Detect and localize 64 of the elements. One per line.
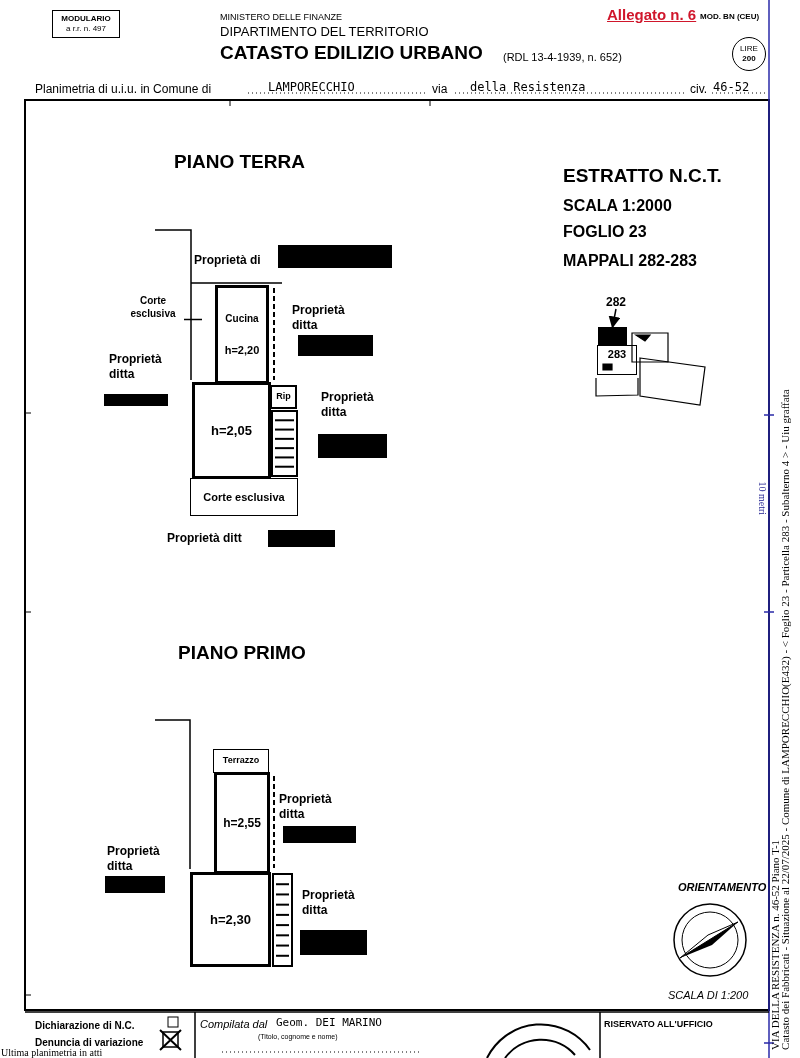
arrow <box>608 308 621 329</box>
parcel-block <box>598 327 627 345</box>
text-label: DIPARTIMENTO DEL TERRITORIO <box>220 24 429 41</box>
room-label: a r.r. n. 497 <box>66 24 106 34</box>
text-label: Proprietà ditta <box>292 303 346 333</box>
text-label: Compilata dal <box>200 1018 268 1032</box>
text-label: Ultima planimetria in atti <box>1 1047 103 1058</box>
room-label: Corte esclusiva <box>129 294 177 320</box>
text-label: Proprietà ditta <box>109 352 163 382</box>
room-label: LIRE <box>740 44 758 54</box>
text-label: Proprietà ditt <box>167 531 242 546</box>
room-label: Rip <box>276 390 291 404</box>
text-label: civ. <box>690 82 708 97</box>
text-label: via <box>432 82 448 97</box>
room-box <box>214 772 270 874</box>
room-label: h=2,30 <box>210 910 251 929</box>
text-label: Proprietà ditta <box>279 792 333 822</box>
room-label: h=2,55 <box>223 815 261 832</box>
text-label: Proprietà ditta <box>107 844 161 874</box>
text-label: ESTRATTO N.C.T. <box>563 164 722 188</box>
room-label: 283 <box>607 347 627 362</box>
leader-line <box>183 318 203 321</box>
text-label: Denuncia di variazione <box>35 1037 144 1049</box>
form-box <box>52 10 120 38</box>
text-label: SCALA DI 1:200 <box>668 989 749 1003</box>
text-label: VIA DELLA RESISTENZA n. 46-52 Piano T-1 <box>769 838 782 1050</box>
room-label: 200 <box>742 54 756 64</box>
text-label: della Resistenza <box>470 80 586 95</box>
text-label: Catasto dei Fabbricati - Situazione al 22/07/2025 - Comune di LAMPORECCHIO(E432) - < Foglio 23 - Particella 283 - Subalterno 4 > - Uiu graffata <box>779 388 793 1050</box>
text-label: ORIENTAMENTO <box>678 881 767 895</box>
text-label: MOD. BN (CEU) <box>700 12 760 22</box>
text-label: Geom. DEI MARINO <box>276 1016 382 1030</box>
text-label: FOGLIO 23 <box>563 222 647 242</box>
text-label: (RDL 13-4-1939, n. 652) <box>503 51 622 65</box>
text-label: MAPPALI 282-283 <box>563 251 697 271</box>
text-label: Proprietà ditta <box>302 888 356 918</box>
room-label: Corte esclusiva <box>203 489 285 505</box>
text-label: Proprietà di <box>194 253 261 268</box>
terrace-box <box>213 749 269 773</box>
text-label: LAMPORECCHIO <box>268 80 355 95</box>
room-box <box>192 382 271 479</box>
text-label: 46-52 <box>713 80 750 95</box>
text-label: Allegato n. 6 <box>607 6 697 25</box>
heading: CATASTO EDILIZIO URBANO <box>220 41 483 65</box>
text-label: Planimetria di u.i.u. in Comune di <box>35 82 212 97</box>
courtyard-box <box>190 478 298 516</box>
text-label: MINISTERO DELLE FINANZE <box>220 12 343 24</box>
room-label: 282 <box>606 293 626 311</box>
text-label: PIANO TERRA <box>174 150 305 174</box>
text-label: Proprietà ditta <box>321 390 375 420</box>
room-label: MODULARIO <box>61 14 111 24</box>
room-box <box>190 872 271 967</box>
text-label: 10 metri <box>756 480 769 518</box>
room-label: Cucina <box>225 311 259 326</box>
text-label: PIANO PRIMO <box>178 641 306 665</box>
text-label: Dichiarazione di N.C. <box>35 1020 135 1033</box>
room-label: h=2,05 <box>211 421 252 440</box>
room-box <box>215 285 269 384</box>
text-label: RISERVATO ALL'UFFICIO <box>604 1019 713 1031</box>
room-label: Terrazzo <box>222 754 260 768</box>
room-box <box>270 385 297 409</box>
text-label: SCALA 1:2000 <box>563 196 672 216</box>
parcel-box <box>597 345 637 375</box>
room-label: h=2,20 <box>224 342 260 358</box>
